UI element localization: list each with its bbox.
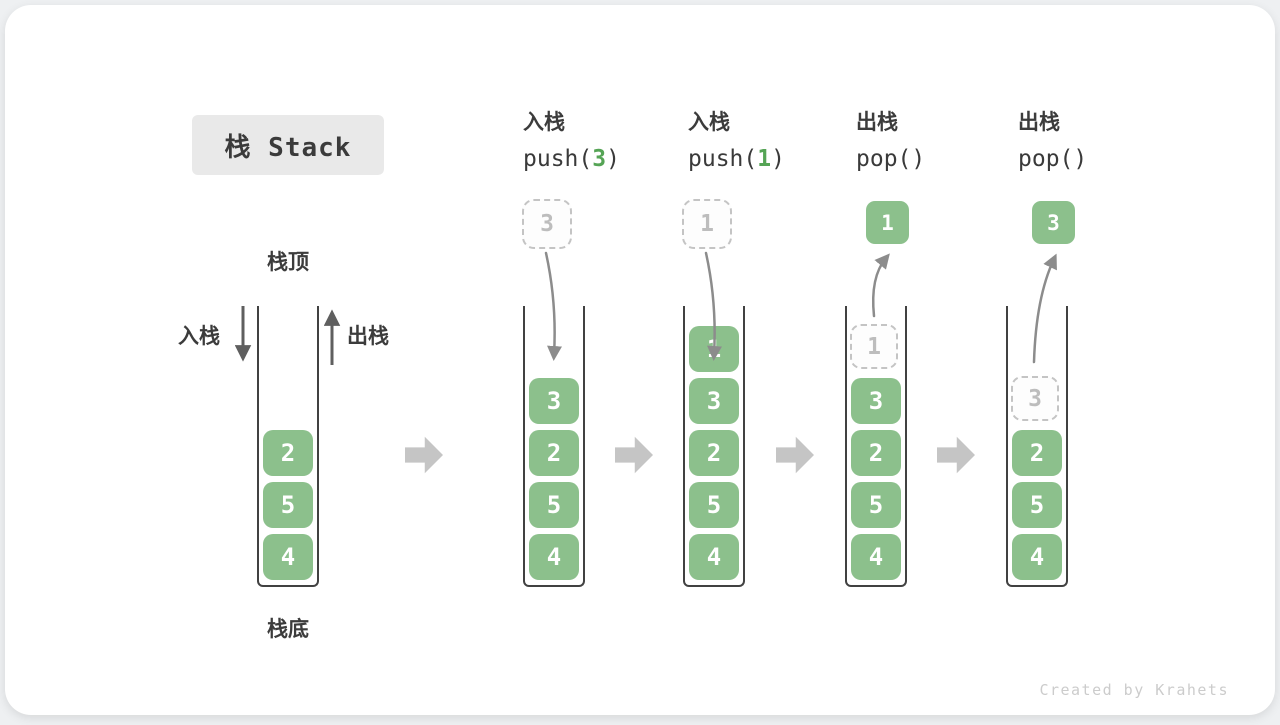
stack-bottom-label: 栈底 xyxy=(267,618,309,641)
stack-after-push-3: 3 2 5 4 xyxy=(523,306,585,587)
stack-cell: 3 xyxy=(689,378,739,424)
stage-operation: pop() xyxy=(856,146,925,172)
push-direction-label: 入栈 xyxy=(178,325,220,348)
stage-label: 入栈 xyxy=(523,111,565,134)
stage-operation: pop() xyxy=(1018,146,1087,172)
popped-element-3: 3 xyxy=(1032,201,1075,244)
stage-header-pop-1: 出栈 pop() xyxy=(856,109,925,172)
next-stage-arrow-icon xyxy=(615,436,653,474)
stack-cell: 3 xyxy=(529,378,579,424)
stack-cell: 3 xyxy=(851,378,901,424)
op-prefix: push( xyxy=(523,146,593,172)
stack-cell: 4 xyxy=(1012,534,1062,580)
stage-operation: push(3) xyxy=(523,146,620,172)
stage-header-pop-3: 出栈 pop() xyxy=(1018,109,1087,172)
stage-label: 入栈 xyxy=(688,111,730,134)
stage-header-push-3: 入栈 push(3) xyxy=(523,109,620,172)
stack-cell: 4 xyxy=(851,534,901,580)
op-argument: 3 xyxy=(592,146,607,172)
stack-cell: 2 xyxy=(689,430,739,476)
stack-cell: 4 xyxy=(529,534,579,580)
stack-cell: 5 xyxy=(263,482,313,528)
stack-cell: 1 xyxy=(689,326,739,372)
stack-after-pop-1: 1 3 2 5 4 xyxy=(845,306,907,587)
pop-direction-label: 出栈 xyxy=(347,325,389,348)
stack-after-push-1: 1 3 2 5 4 xyxy=(683,306,745,587)
stack-cell: 5 xyxy=(529,482,579,528)
next-stage-arrow-icon xyxy=(776,436,814,474)
diagram-card: 栈 Stack 栈顶 栈底 入栈 出栈 入栈 push(3) 入栈 push(1… xyxy=(5,5,1275,715)
stack-after-pop-3: 3 2 5 4 xyxy=(1006,306,1068,587)
stack-cell: 2 xyxy=(529,430,579,476)
incoming-element-3: 3 xyxy=(522,199,572,249)
stack-initial: 2 5 4 xyxy=(257,306,319,587)
page-title: 栈 Stack xyxy=(224,132,352,163)
op-prefix: pop() xyxy=(856,146,926,172)
op-suffix: ) xyxy=(606,146,620,172)
removed-cell-ghost: 1 xyxy=(850,324,898,369)
stage-header-push-1: 入栈 push(1) xyxy=(688,109,785,172)
removed-cell-ghost: 3 xyxy=(1011,376,1059,421)
popped-element-1: 1 xyxy=(866,201,909,244)
title-box: 栈 Stack xyxy=(192,115,384,175)
watermark: Created by Krahets xyxy=(1039,681,1229,699)
stack-cell: 5 xyxy=(1012,482,1062,528)
stack-cell: 5 xyxy=(851,482,901,528)
op-suffix: ) xyxy=(771,146,785,172)
next-stage-arrow-icon xyxy=(937,436,975,474)
stack-cell: 4 xyxy=(263,534,313,580)
op-argument: 1 xyxy=(757,146,772,172)
stage-label: 出栈 xyxy=(1018,111,1060,134)
stack-cell: 4 xyxy=(689,534,739,580)
stage-operation: push(1) xyxy=(688,146,785,172)
stack-cell: 5 xyxy=(689,482,739,528)
next-stage-arrow-icon xyxy=(405,436,443,474)
arrows-overlay xyxy=(234,251,1057,365)
stack-cell: 2 xyxy=(1012,430,1062,476)
stage-label: 出栈 xyxy=(856,111,898,134)
op-prefix: pop() xyxy=(1018,146,1088,172)
stack-cell: 2 xyxy=(851,430,901,476)
stack-top-label: 栈顶 xyxy=(267,251,309,274)
incoming-element-1: 1 xyxy=(682,199,732,249)
stack-cell: 2 xyxy=(263,430,313,476)
op-prefix: push( xyxy=(688,146,758,172)
